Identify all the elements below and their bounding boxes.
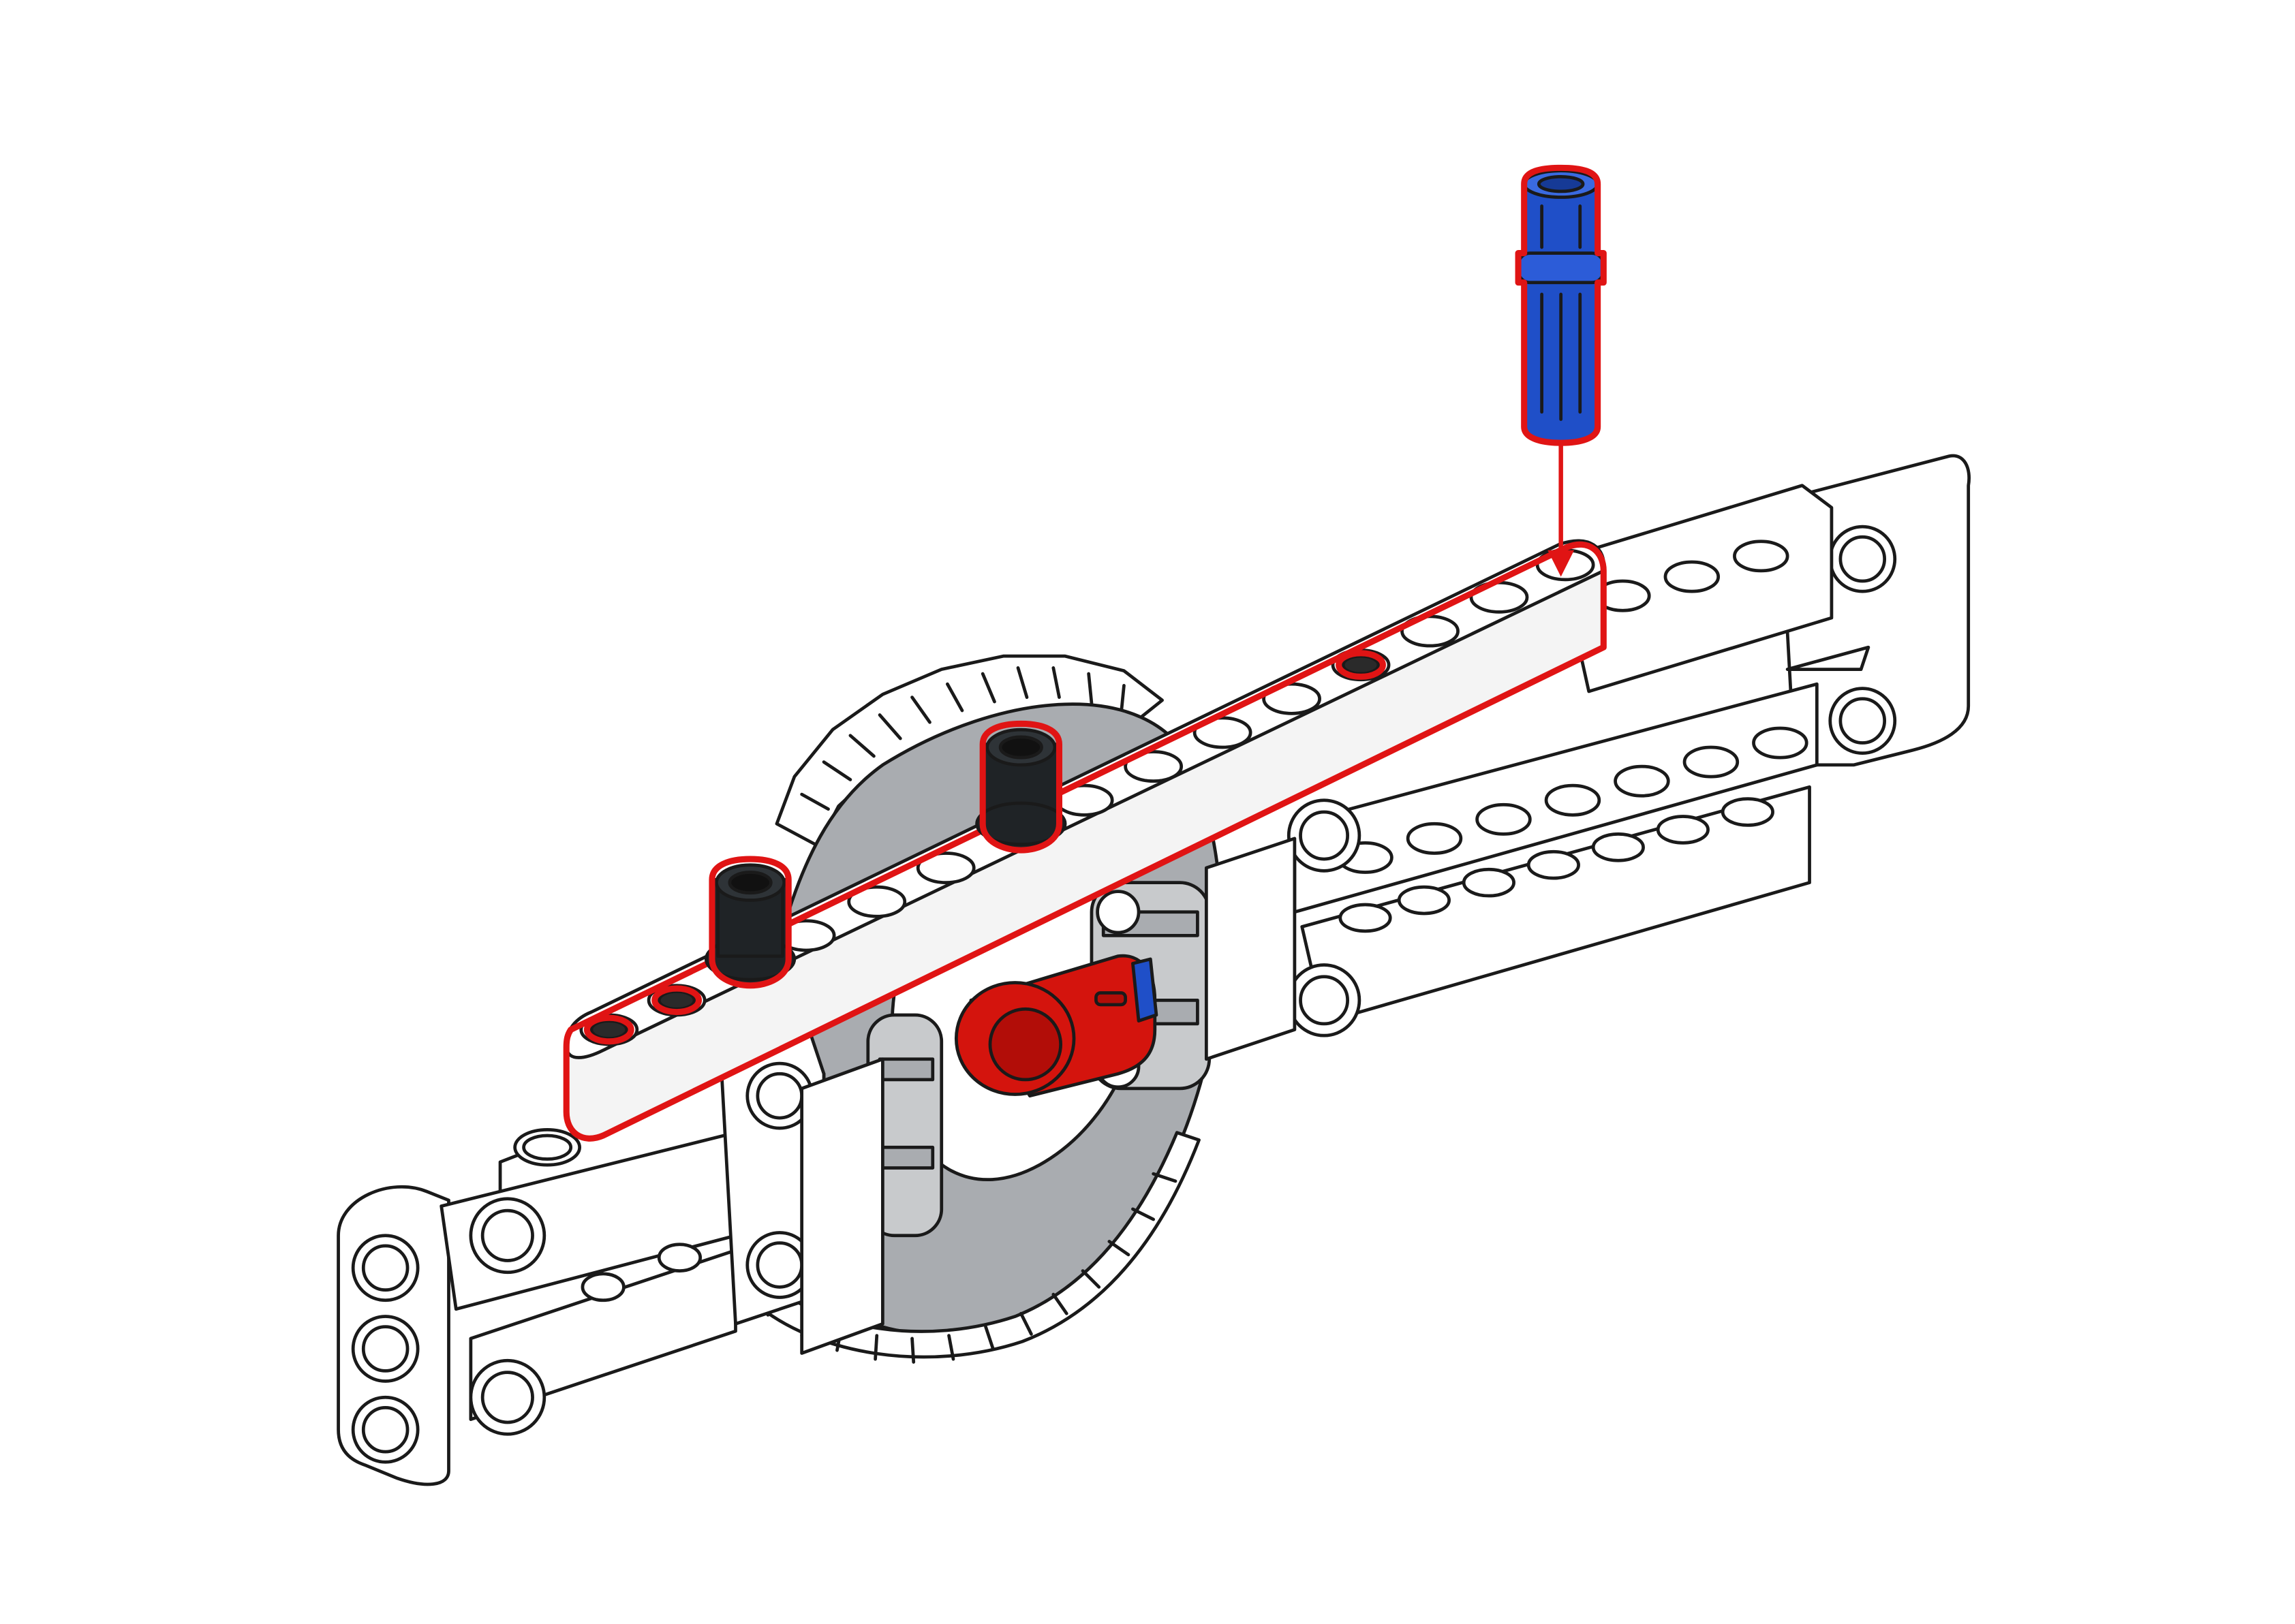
right-lower-beam-holes bbox=[1338, 797, 1774, 933]
black-friction-pin-right bbox=[975, 720, 1067, 854]
left-frame bbox=[337, 1028, 884, 1486]
gear-teeth-front bbox=[752, 1131, 1201, 1359]
right-frame bbox=[1204, 454, 1971, 1061]
black-friction-pin-left bbox=[704, 856, 797, 989]
beam-highlight-outline bbox=[563, 541, 1607, 1142]
long-blue-pin bbox=[1515, 164, 1607, 446]
red-axle-pin-connector bbox=[954, 954, 1158, 1098]
beam-hole-highlights bbox=[583, 650, 1386, 1045]
right-upper-beam-holes bbox=[1337, 726, 1808, 874]
left-frame-holes bbox=[351, 1234, 420, 1464]
white-beam-15 bbox=[563, 539, 1607, 1142]
insertion-arrow bbox=[1547, 438, 1575, 577]
